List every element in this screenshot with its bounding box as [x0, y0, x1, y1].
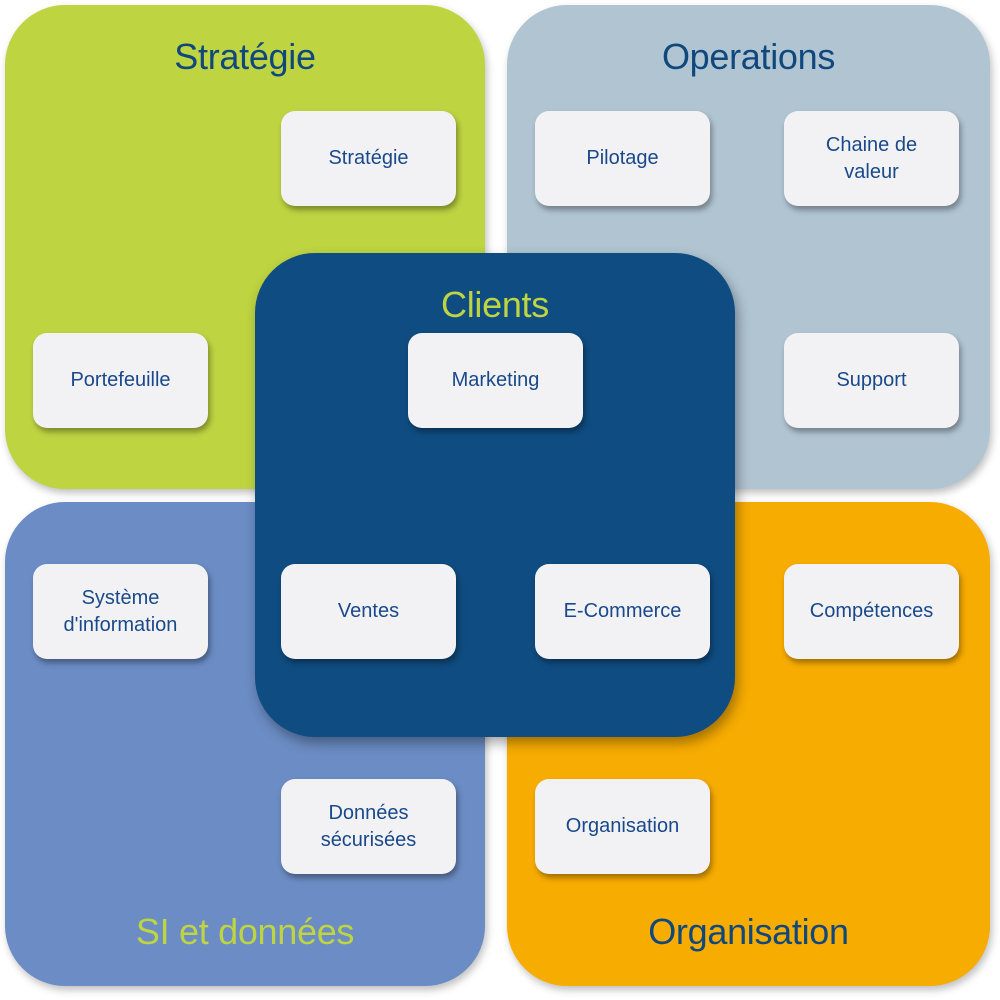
- donnees-securisees-box[interactable]: Données sécurisées: [281, 779, 456, 874]
- si-donnees-title: SI et données: [135, 911, 355, 952]
- chaine-de-valeur-box[interactable]: Chaine de valeur: [784, 111, 959, 206]
- organisation-title: Organisation: [648, 911, 849, 952]
- pilotage-box[interactable]: Pilotage: [535, 111, 710, 206]
- clients-title: Clients: [441, 284, 549, 325]
- portefeuille-box[interactable]: Portefeuille: [33, 333, 208, 428]
- ecommerce-box[interactable]: E-Commerce: [535, 564, 710, 659]
- support-box[interactable]: Support: [784, 333, 959, 428]
- operations-title: Operations: [661, 36, 836, 77]
- strategie-title: Stratégie: [174, 36, 316, 77]
- ventes-box[interactable]: Ventes: [281, 564, 456, 659]
- systeme-information-box[interactable]: Système d'information: [33, 564, 208, 659]
- marketing-box[interactable]: Marketing: [408, 333, 583, 428]
- organisation-box[interactable]: Organisation: [535, 779, 710, 874]
- strategie-box[interactable]: Stratégie: [281, 111, 456, 206]
- competences-box[interactable]: Compétences: [784, 564, 959, 659]
